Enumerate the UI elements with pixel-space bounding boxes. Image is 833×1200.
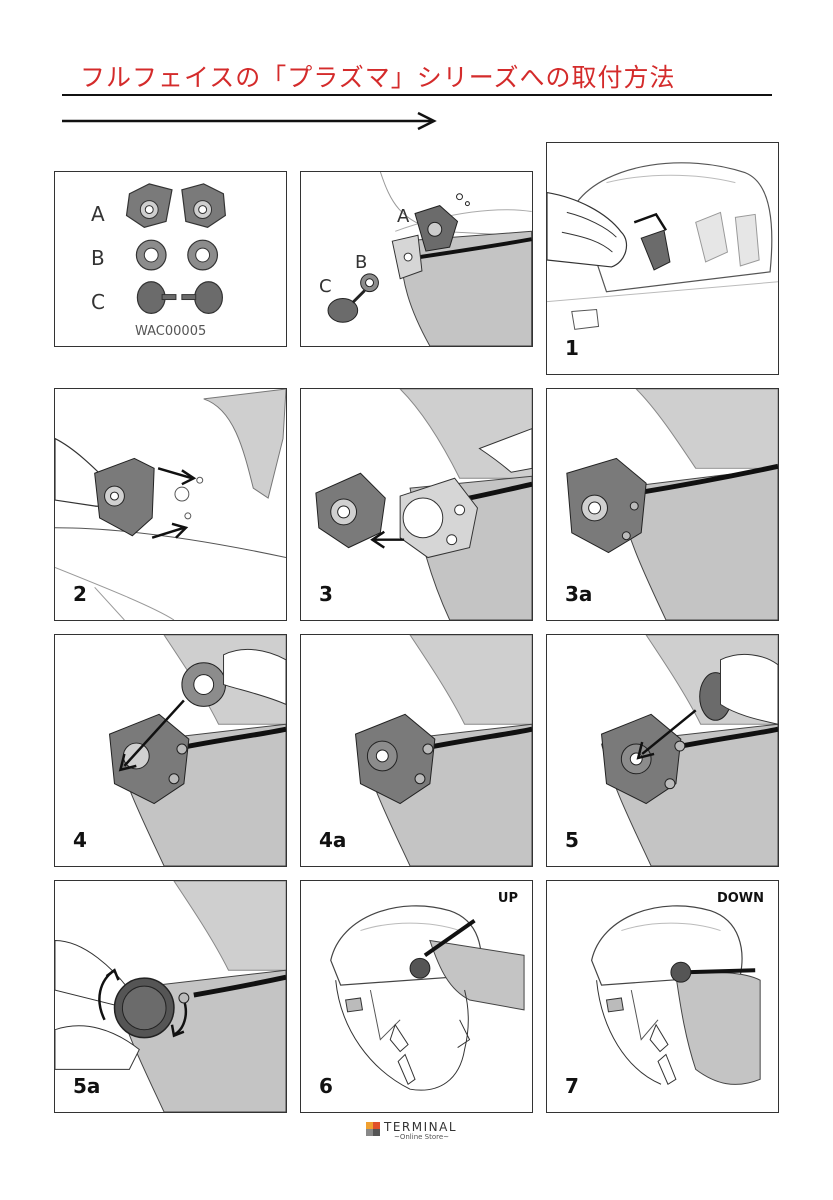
step-number: 6 <box>319 1074 333 1098</box>
parts-illustration <box>125 183 226 314</box>
store-name: TERMINAL <box>384 1120 458 1134</box>
assembly-label-b: B <box>355 252 368 273</box>
step-3a-panel: 3a <box>546 388 779 621</box>
down-tag: DOWN <box>716 891 764 906</box>
part-a-right-icon <box>181 183 226 229</box>
assembly-panel: A B C <box>300 171 533 347</box>
step-number: 3 <box>319 582 333 606</box>
part-a-left-icon <box>125 183 173 229</box>
step-number: 2 <box>73 582 87 606</box>
title-underline <box>62 94 772 96</box>
step-3-panel: 3 <box>300 388 533 621</box>
part-label-b: B <box>91 246 105 270</box>
part-c-right-icon <box>181 281 223 314</box>
step-4-illustration <box>108 635 286 866</box>
step-6-illustration <box>330 905 525 1091</box>
assembly-illustration <box>327 172 532 346</box>
step-number: 4 <box>73 828 87 852</box>
step-4a-illustration <box>354 635 532 866</box>
part-b-right-icon <box>187 239 219 271</box>
part-c-left-icon <box>136 281 177 314</box>
step-2-panel: 2 <box>54 388 287 621</box>
step-number: 7 <box>565 1074 579 1098</box>
step-number: 5 <box>565 828 579 852</box>
step-6-panel: UP 6 <box>300 880 533 1113</box>
step-7-illustration <box>590 905 761 1085</box>
up-tag: UP <box>497 891 518 906</box>
part-b-left-icon <box>135 239 167 271</box>
step-3a-illustration <box>566 389 778 620</box>
step-1-panel: 1 <box>546 142 779 375</box>
part-label-c: C <box>91 290 105 314</box>
part-code: WAC00005 <box>135 324 207 339</box>
step-5a-illustration <box>55 881 286 1112</box>
step-4a-panel: 4a <box>300 634 533 867</box>
step-5-illustration <box>600 635 778 866</box>
assembly-label-a: A <box>397 206 410 227</box>
assembly-label-c: C <box>319 276 332 297</box>
logo-icon <box>366 1122 380 1136</box>
direction-arrow-icon <box>60 110 440 132</box>
step-2-illustration <box>55 389 286 620</box>
step-4-panel: 4 <box>54 634 287 867</box>
step-3-illustration <box>315 389 532 620</box>
part-label-a: A <box>91 202 105 226</box>
step-number: 4a <box>319 828 347 852</box>
step-number: 1 <box>565 336 579 360</box>
step-5a-panel: 5a <box>54 880 287 1113</box>
store-subtitle: ~Online Store~ <box>394 1133 450 1141</box>
parts-panel: A B C WAC00005 <box>54 171 287 347</box>
store-logo: TERMINAL ~Online Store~ <box>366 1120 476 1144</box>
step-number: 3a <box>565 582 593 606</box>
step-1-illustration <box>547 162 778 330</box>
step-5-panel: 5 <box>546 634 779 867</box>
page-title: フルフェイスの「プラズマ」シリーズへの取付方法 <box>80 63 676 92</box>
step-number: 5a <box>73 1074 101 1098</box>
step-7-panel: DOWN 7 <box>546 880 779 1113</box>
